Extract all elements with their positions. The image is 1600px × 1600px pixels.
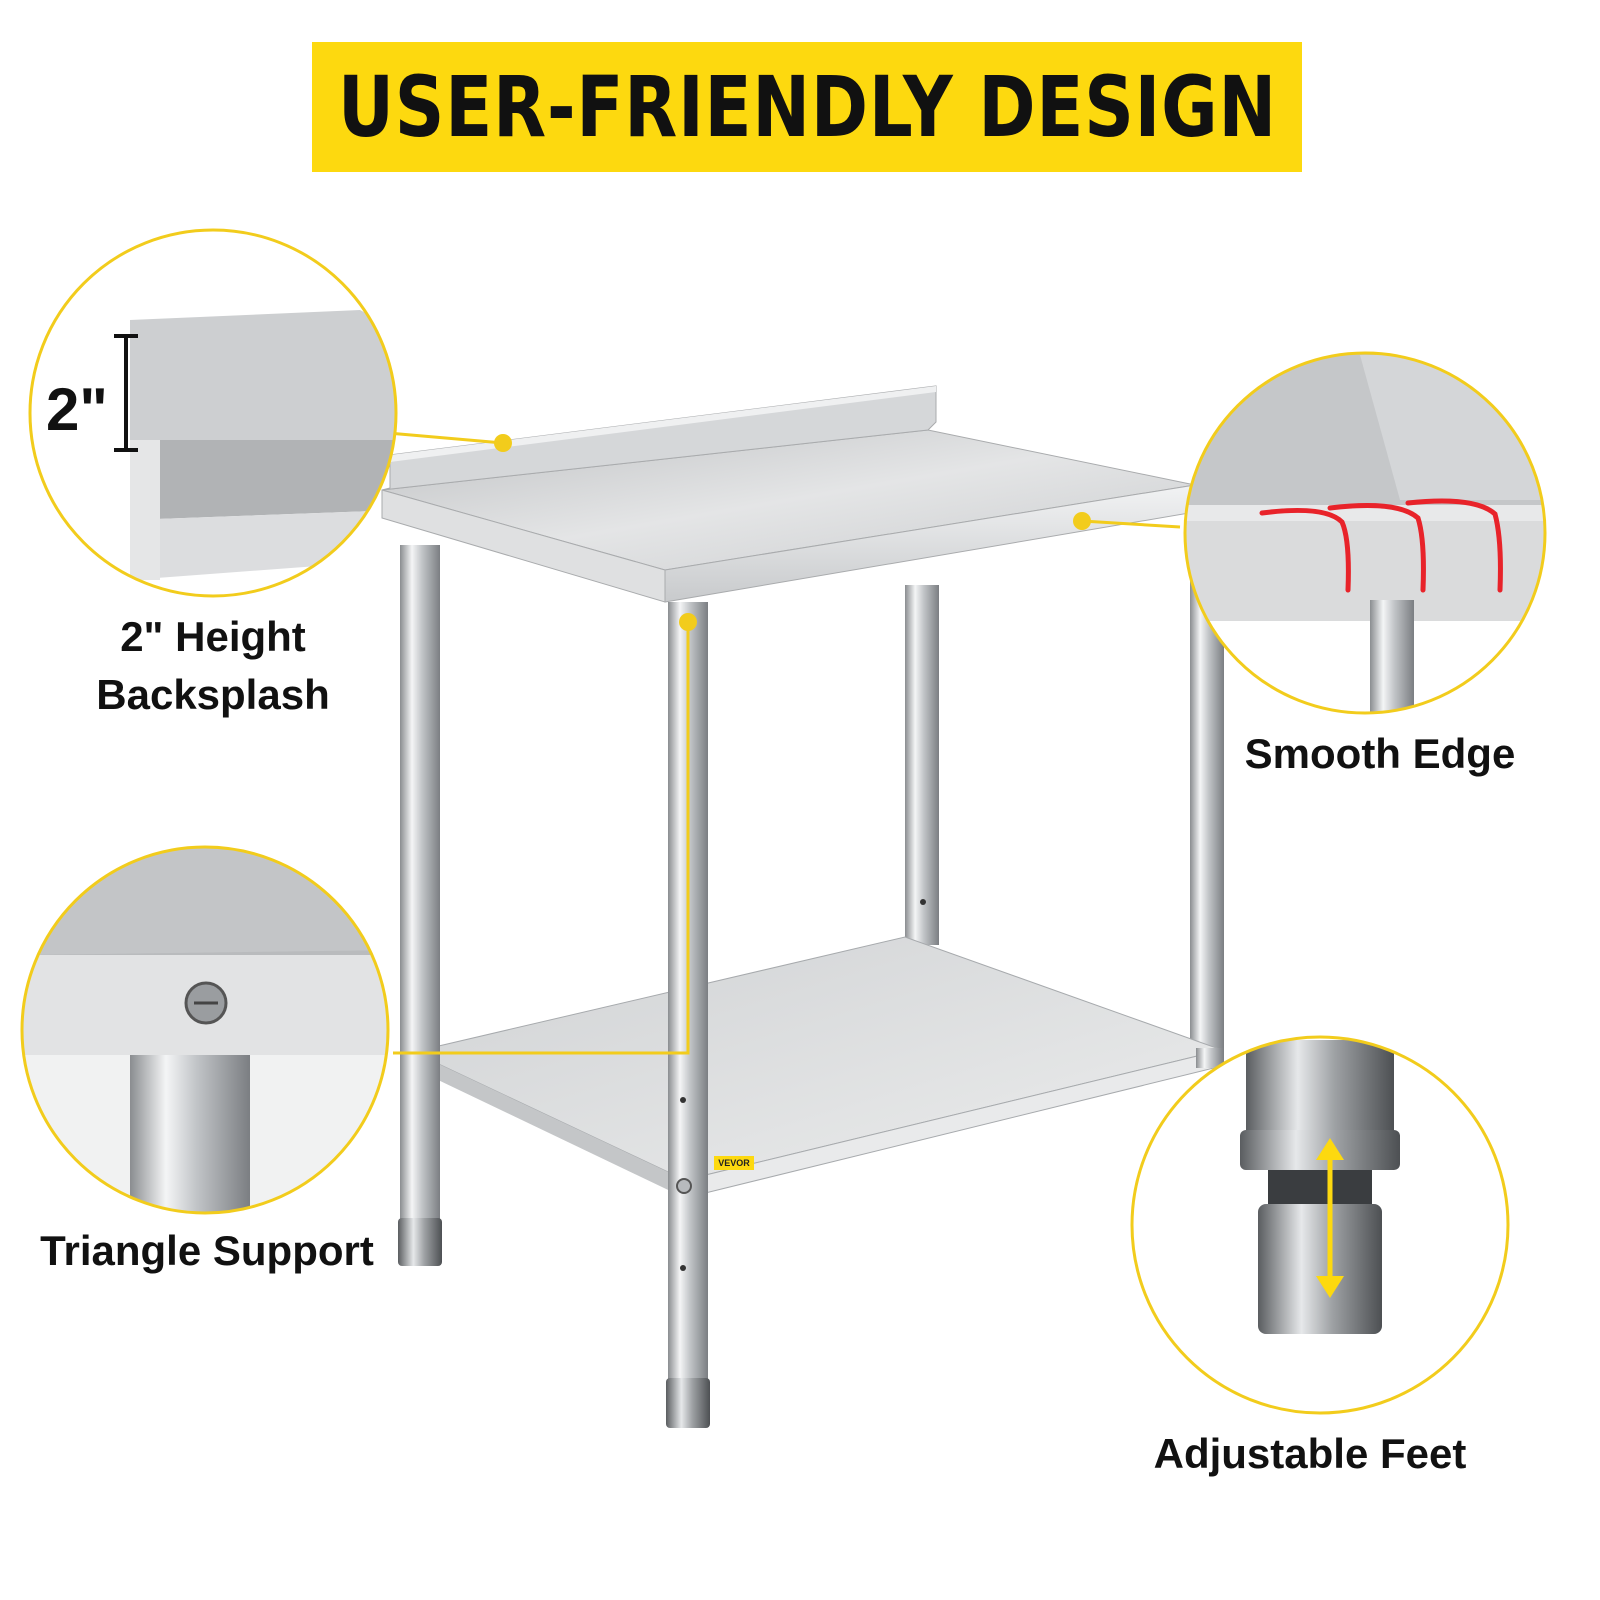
callout-line-backsplash [387,431,504,445]
lower-shelf-side-edge [413,1052,685,1198]
front-leg-left [400,545,440,1220]
lower-shelf [411,936,1224,1181]
label-adjustable-feet: Adjustable Feet [1153,1430,1467,1477]
adjust-arrow-icon [1316,1138,1344,1298]
table: VEVOR [381,385,1224,1428]
label-backsplash-line2: Backsplash [96,671,330,718]
edge-highlight-marks [1259,498,1503,593]
detail-circle-backsplash: 2" [28,228,398,598]
label-backsplash: 2" Height Backsplash [78,608,348,724]
callout-dot-backsplash [494,434,512,452]
detail-circle-triangle-support [20,845,390,1215]
brand-badge [714,1156,754,1170]
detail-circle-smooth-edge [1183,351,1547,715]
callout-dot-smooth-edge [1073,512,1091,530]
page-title: USER-FRIENDLY DESIGN [337,58,1277,156]
title-banner: USER-FRIENDLY DESIGN [312,42,1302,172]
foot-left [398,1218,442,1266]
label-backsplash-line1: 2" Height [120,613,306,660]
dimension-label: 2" [46,376,108,443]
callout-line-triangle-support [393,622,690,1055]
detail-circle-adjustable-feet [1130,1035,1510,1415]
foot-center [666,1378,710,1428]
callout-dot-triangle-support [679,613,697,631]
table-side-edge [381,489,666,603]
label-smooth-edge: Smooth Edge [1244,730,1516,777]
label-triangle-support: Triangle Support [40,1227,374,1274]
back-leg-right [905,585,939,945]
brand-badge-text: VEVOR [718,1158,750,1168]
back-leg-bottom [1196,1048,1224,1068]
callout-line-smooth-edge [1081,519,1181,529]
callout-lines [387,431,1181,1055]
